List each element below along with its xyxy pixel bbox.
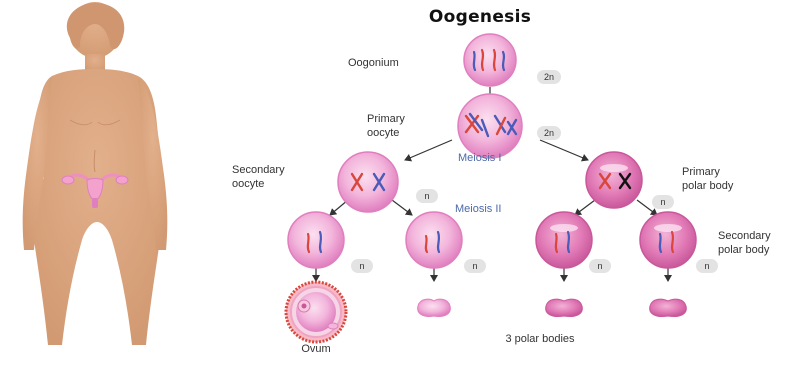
label-secondary-polar-body-line2: polar body [718,244,769,257]
oogonium-cell [464,34,516,86]
female-body-silhouette [23,2,168,345]
first-polar-cell [406,212,462,268]
diagram-title: Oogenesis [429,7,531,27]
label-primary-polar-body-line1: Primary [682,166,720,179]
label-primary-oocyte-line2: oocyte [367,127,399,140]
label-primary-polar-body-line2: polar body [682,180,733,193]
primary-oocyte-cell [458,94,522,158]
label-meiosis-2: Meiosis II [455,203,501,216]
arrow-primary-to-polar [540,140,588,160]
label-secondary-polar-body-line1: Secondary [718,230,771,243]
arrow-primary-to-secondary [405,140,452,160]
primary-polar-body-cell [586,152,642,208]
polar-body-1 [418,299,451,316]
arrow-secondary-right [392,200,412,215]
ovum-precursor-cell [288,212,344,268]
ploidy-badge-ovum-precursor: n [351,259,373,273]
label-three-polar-bodies: 3 polar bodies [505,333,574,346]
label-secondary-oocyte-line2: oocyte [232,178,264,191]
ploidy-badge-primary-oocyte: 2n [537,126,561,140]
ploidy-badge-first-polar: n [464,259,486,273]
label-oogonium: Oogonium [348,57,399,70]
label-meiosis-1: Meiosis I [458,152,501,165]
label-secondary-oocyte-line1: Secondary [232,164,285,177]
ploidy-badge-second-polar: n [589,259,611,273]
ploidy-badge-oogonium: 2n [537,70,561,84]
label-ovum: Ovum [301,343,330,356]
secondary-oocyte-cell [338,152,398,212]
third-polar-cell [640,212,696,268]
polar-body-2 [546,299,583,316]
ploidy-badge-primary-polar-body: n [652,195,674,209]
label-primary-oocyte-line1: Primary [367,113,405,126]
arrow-polar-left [575,200,595,215]
ploidy-badge-third-polar: n [696,259,718,273]
second-polar-cell [536,212,592,268]
ploidy-badge-secondary-oocyte: n [416,189,438,203]
ovum-cell [286,282,346,342]
polar-body-3 [650,299,687,316]
